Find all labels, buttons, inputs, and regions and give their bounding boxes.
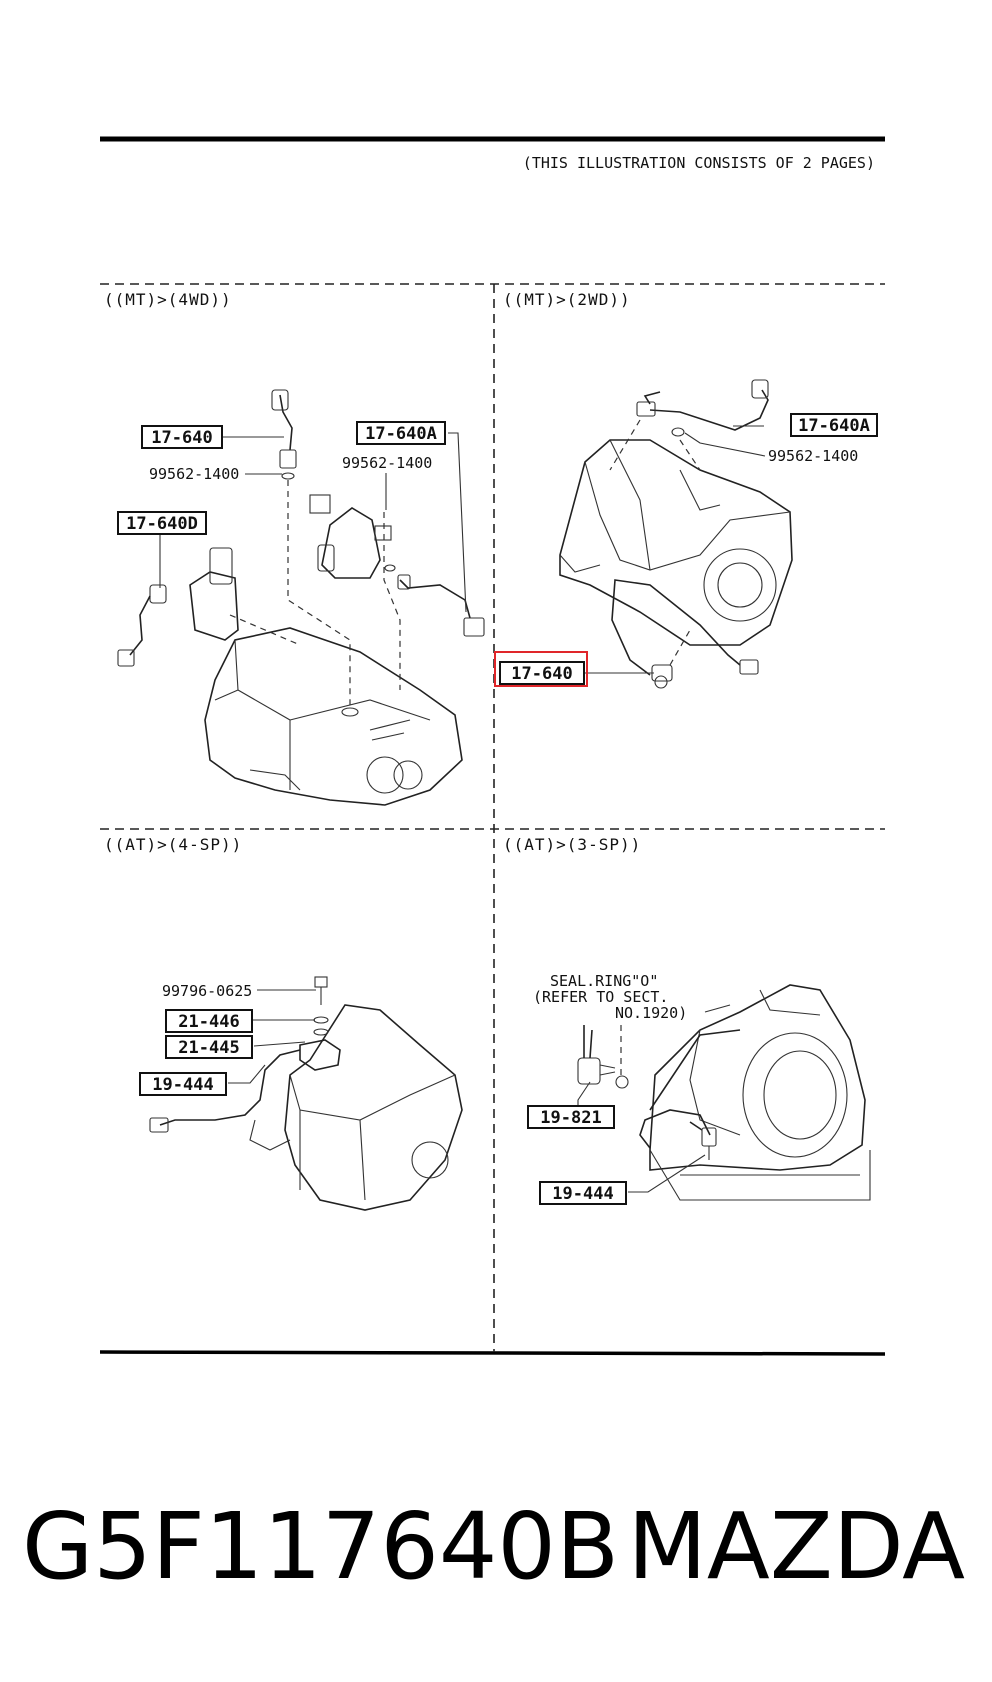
label-box-at3sp-19-821 (527, 1105, 615, 1129)
part-label-at4sp-21-445: 21-445 (178, 1038, 239, 1058)
label-box-at4sp-21-445 (165, 1035, 253, 1059)
part-label-mt2wd-17-640: 17-640 (511, 664, 572, 684)
part-label-mt4wd-17-640D: 17-640D (126, 514, 198, 534)
part-label-at3sp-19-821: 19-821 (540, 1108, 601, 1128)
part-label-mt2wd-washer: 99562-1400 (768, 447, 858, 465)
highlight-box-17-640 (494, 651, 588, 687)
label-box-at4sp-19-444 (139, 1072, 227, 1096)
part-label-at4sp-21-446: 21-446 (178, 1012, 239, 1032)
label-box-mt4wd-17-640 (141, 425, 223, 449)
part-label-mt2wd-17-640A: 17-640A (798, 416, 870, 436)
part-label-at3sp-seal-line1: SEAL.RING"O" (550, 972, 658, 990)
label-box-mt4wd-17-640D (117, 511, 207, 535)
part-label-at3sp-seal-line3: NO.1920) (615, 1004, 687, 1022)
mt-2wd-illustration (559, 379, 793, 689)
part-label-mt4wd-washer-b: 99562-1400 (342, 454, 432, 472)
label-box-at3sp-19-444 (539, 1181, 627, 1205)
part-label-mt4wd-17-640: 17-640 (151, 428, 212, 448)
footer-part-number: G5F117640B (22, 1493, 619, 1600)
label-box-mt2wd-17-640 (499, 661, 585, 685)
at-4sp-illustration (149, 976, 463, 1211)
section-title-at-3sp: ((AT)>(3-SP)) (503, 835, 641, 854)
part-label-at3sp-19-444: 19-444 (552, 1184, 613, 1204)
section-title-mt-4wd: ((MT)>(4WD)) (104, 290, 232, 309)
bottom-border (99, 1350, 886, 1356)
part-label-at3sp-seal-line2: (REFER TO SECT. (533, 988, 668, 1006)
part-label-mt4wd-17-640A: 17-640A (365, 424, 437, 444)
mt-4wd-illustration (117, 389, 485, 806)
illustration-note: (THIS ILLUSTRATION CONSISTS OF 2 PAGES) (523, 154, 875, 172)
part-label-at4sp-19-444: 19-444 (152, 1075, 213, 1095)
section-title-mt-2wd: ((MT)>(2WD)) (503, 290, 631, 309)
label-box-mt2wd-17-640A (790, 413, 878, 437)
label-box-mt4wd-17-640A (356, 421, 446, 445)
label-box-at4sp-21-446 (165, 1009, 253, 1033)
footer-brand: MAZDA (628, 1493, 966, 1600)
section-title-at-4sp: ((AT)>(4-SP)) (104, 835, 242, 854)
at-3sp-illustration (577, 984, 871, 1201)
part-label-at4sp-bolt: 99796-0625 (162, 982, 252, 1000)
part-label-mt4wd-washer-a: 99562-1400 (149, 465, 239, 483)
